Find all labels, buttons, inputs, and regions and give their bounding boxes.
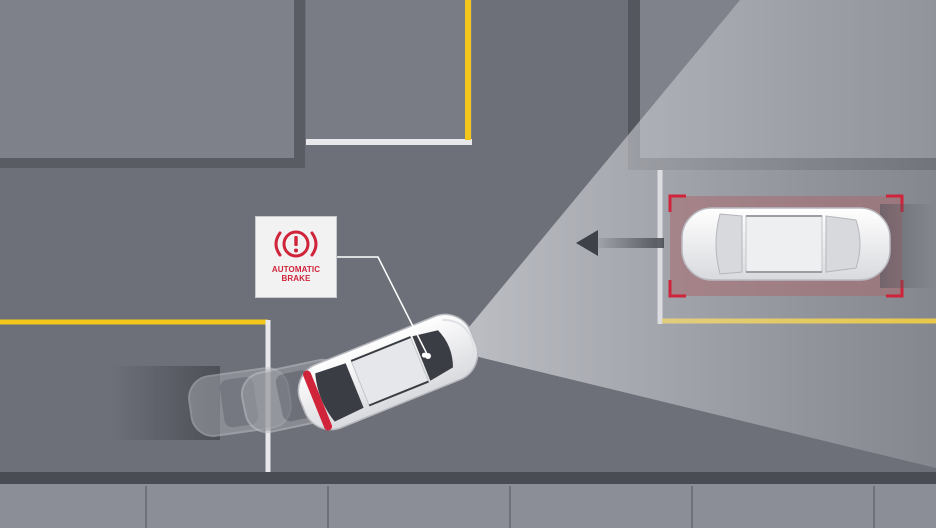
block-top-left-face <box>0 0 294 158</box>
callout-dot <box>425 353 431 359</box>
ego-car <box>297 313 479 431</box>
callout-leader <box>337 256 429 357</box>
approaching-car <box>681 207 891 281</box>
block-top-middle <box>306 0 472 140</box>
automatic-brake-callout: AUTOMATIC BRAKE <box>255 216 337 298</box>
sidewalk-joints <box>145 486 875 528</box>
warning-line-1: AUTOMATIC <box>271 265 321 274</box>
automatic-brake-label: AUTOMATIC BRAKE <box>272 265 320 283</box>
arrow-left-icon <box>576 230 664 256</box>
sidewalk <box>0 484 936 528</box>
warning-line-2: BRAKE <box>281 274 311 283</box>
brake-warning-icon <box>274 230 318 258</box>
curb <box>0 472 936 484</box>
